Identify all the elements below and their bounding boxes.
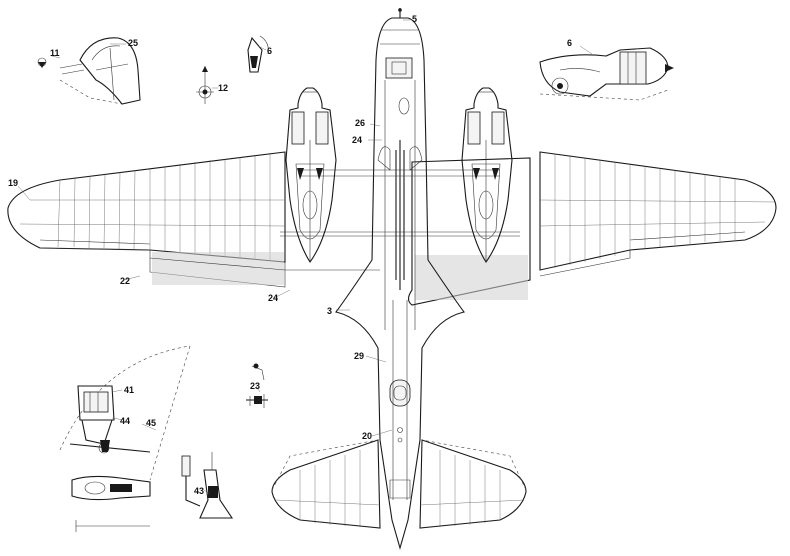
callout-43: 43: [194, 486, 204, 496]
callout-leaders: [17, 19, 593, 495]
callout-22: 22: [120, 276, 130, 286]
right-wing: [407, 151, 777, 306]
fuselage: [280, 8, 520, 551]
left-wing: [7, 151, 380, 288]
detail-12-inset: [196, 66, 214, 104]
callout-29: 29: [354, 351, 364, 361]
callout-41: 41: [124, 385, 134, 395]
callout-25: 25: [128, 38, 138, 48]
detail-23-inset: [246, 363, 268, 408]
callout-labels: 5 25 11 6 12 6 26 24 19 22 24 3 29 23 41…: [8, 14, 572, 496]
detail-6-inset: [247, 35, 269, 73]
callout-5: 5: [412, 14, 417, 24]
callout-11: 11: [50, 48, 60, 58]
callout-44: 44: [120, 416, 130, 426]
callout-26: 26: [355, 118, 365, 128]
callout-20: 20: [362, 431, 372, 441]
callout-24-lower: 24: [268, 293, 278, 303]
callout-3: 3: [327, 306, 332, 316]
canopy-inset: [37, 37, 141, 105]
left-engine-nacelle: [285, 87, 337, 263]
detail-43-inset: [181, 452, 234, 519]
engine-side-inset: [539, 47, 674, 101]
landing-gear-inset: [59, 345, 191, 532]
callout-6-engine: 6: [567, 38, 572, 48]
callout-24-upper: 24: [352, 135, 362, 145]
tailplane: [271, 439, 527, 529]
callout-23: 23: [250, 381, 260, 391]
callout-45: 45: [146, 418, 156, 428]
callout-6-top: 6: [267, 46, 272, 56]
callout-12: 12: [218, 83, 228, 93]
right-engine-nacelle: [461, 87, 513, 263]
callout-19: 19: [8, 178, 18, 188]
